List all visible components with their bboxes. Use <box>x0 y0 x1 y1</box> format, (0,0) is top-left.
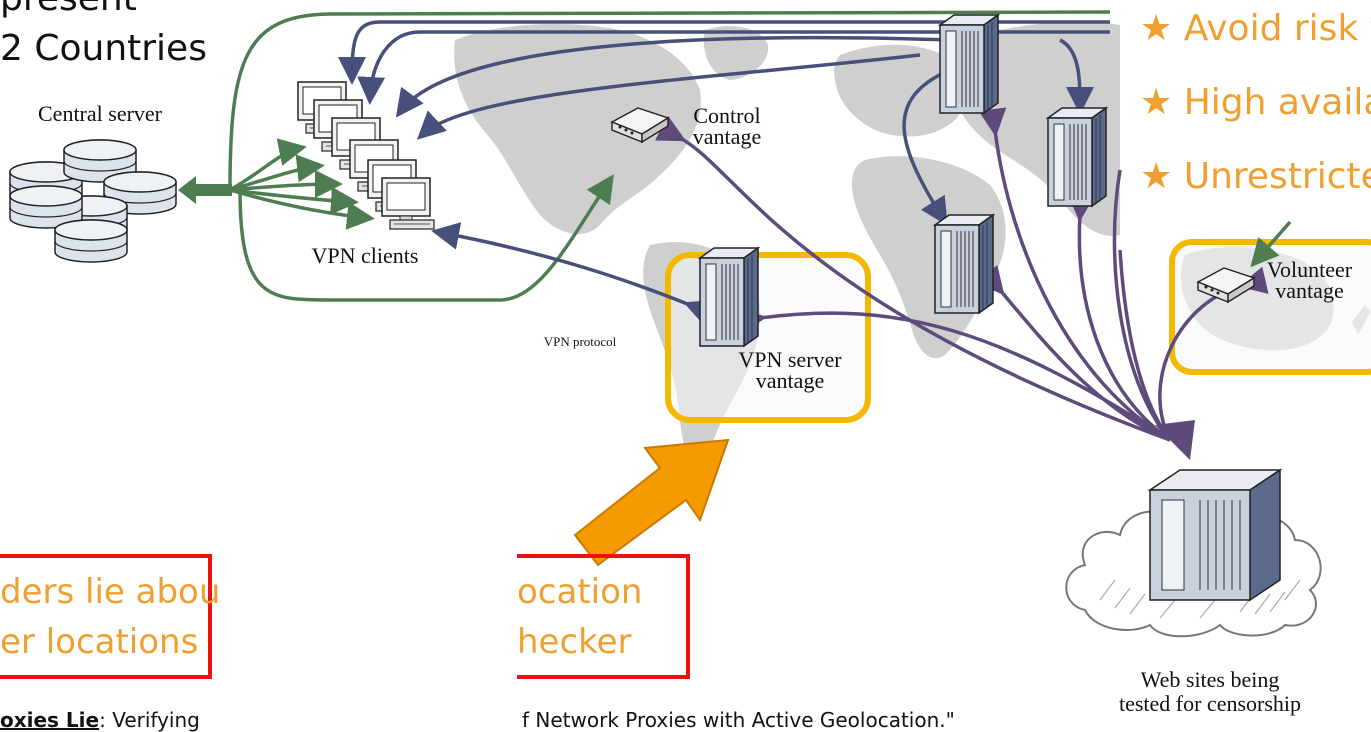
websites-label: Web sites being tested for censorship <box>1080 667 1340 717</box>
websites-arrowhead <box>1155 420 1195 460</box>
left-box-line1: ders lie abou <box>0 572 221 612</box>
vpn-server-icon <box>699 247 759 347</box>
slide-heading-line1: present <box>0 0 137 19</box>
websites-label-line2: tested for censorship <box>1118 691 1302 717</box>
volunteer-vantage-label-line1: Volunteer <box>1266 257 1353 282</box>
green-arrows <box>228 10 1292 302</box>
vpn-clients-icon <box>297 81 435 230</box>
citation-right: f Network Proxies with Active Geolocatio… <box>522 708 955 732</box>
vpn-server-vantage-label-line1: VPN server <box>738 347 842 372</box>
control-vantage-label-line2: vantage <box>692 123 762 149</box>
map-north-america <box>454 24 701 235</box>
vpn-server-vantage-label-line2: vantage <box>755 367 825 393</box>
star-icon: ★ <box>1140 82 1173 123</box>
websites-label-line1: Web sites being <box>1140 667 1280 692</box>
citation-left-bold: oxies Lie <box>0 708 100 732</box>
benefit-label-1: Avoid risk t <box>1183 8 1371 49</box>
central-server-label: Central server <box>38 101 162 126</box>
server-icon-2 <box>1047 107 1107 207</box>
big-orange-arrow <box>573 438 730 567</box>
right-red-box <box>517 554 690 679</box>
benefit-label-3: Unrestricte <box>1183 156 1371 197</box>
star-icon: ★ <box>1140 156 1173 197</box>
central-server-icon <box>9 139 177 263</box>
citation-left: oxies Lie: Verifying <box>0 708 200 732</box>
right-box-line1: ocation <box>517 572 643 612</box>
citation-left-rest: : Verifying <box>99 708 200 732</box>
navy-arrows <box>338 20 1110 326</box>
benefit-label-2: High availa <box>1183 82 1371 123</box>
star-icon: ★ <box>1140 8 1173 49</box>
benefit-item-1: ★ Avoid risk t <box>1140 8 1371 49</box>
vpn-server-vantage-label: VPN server vantage <box>700 347 880 393</box>
vpn-server-highlight-box <box>665 252 871 423</box>
control-vantage-label: Control vantage <box>672 103 782 149</box>
control-vantage-label-line1: Control <box>693 103 761 128</box>
left-red-box <box>0 554 212 679</box>
websites-cloud-icon <box>1065 468 1322 638</box>
vpn-clients-label: VPN clients <box>311 243 419 268</box>
volunteer-vantage-label: Volunteer vantage <box>1252 257 1367 303</box>
right-box-line2: hecker <box>517 622 632 662</box>
slide-heading-line2: 2 Countries <box>0 28 207 69</box>
central-server-double-arrow <box>178 176 232 204</box>
map-europe <box>834 44 967 137</box>
benefit-item-2: ★ High availa <box>1140 82 1371 123</box>
left-box-line2: er locations <box>0 622 199 662</box>
volunteer-vantage-label-line2: vantage <box>1275 277 1344 303</box>
server-icon-1 <box>939 14 999 114</box>
benefit-item-3: ★ Unrestricte <box>1140 156 1371 197</box>
vpn-protocol-label: VPN protocol <box>543 334 617 349</box>
server-icon-3 <box>934 214 994 314</box>
